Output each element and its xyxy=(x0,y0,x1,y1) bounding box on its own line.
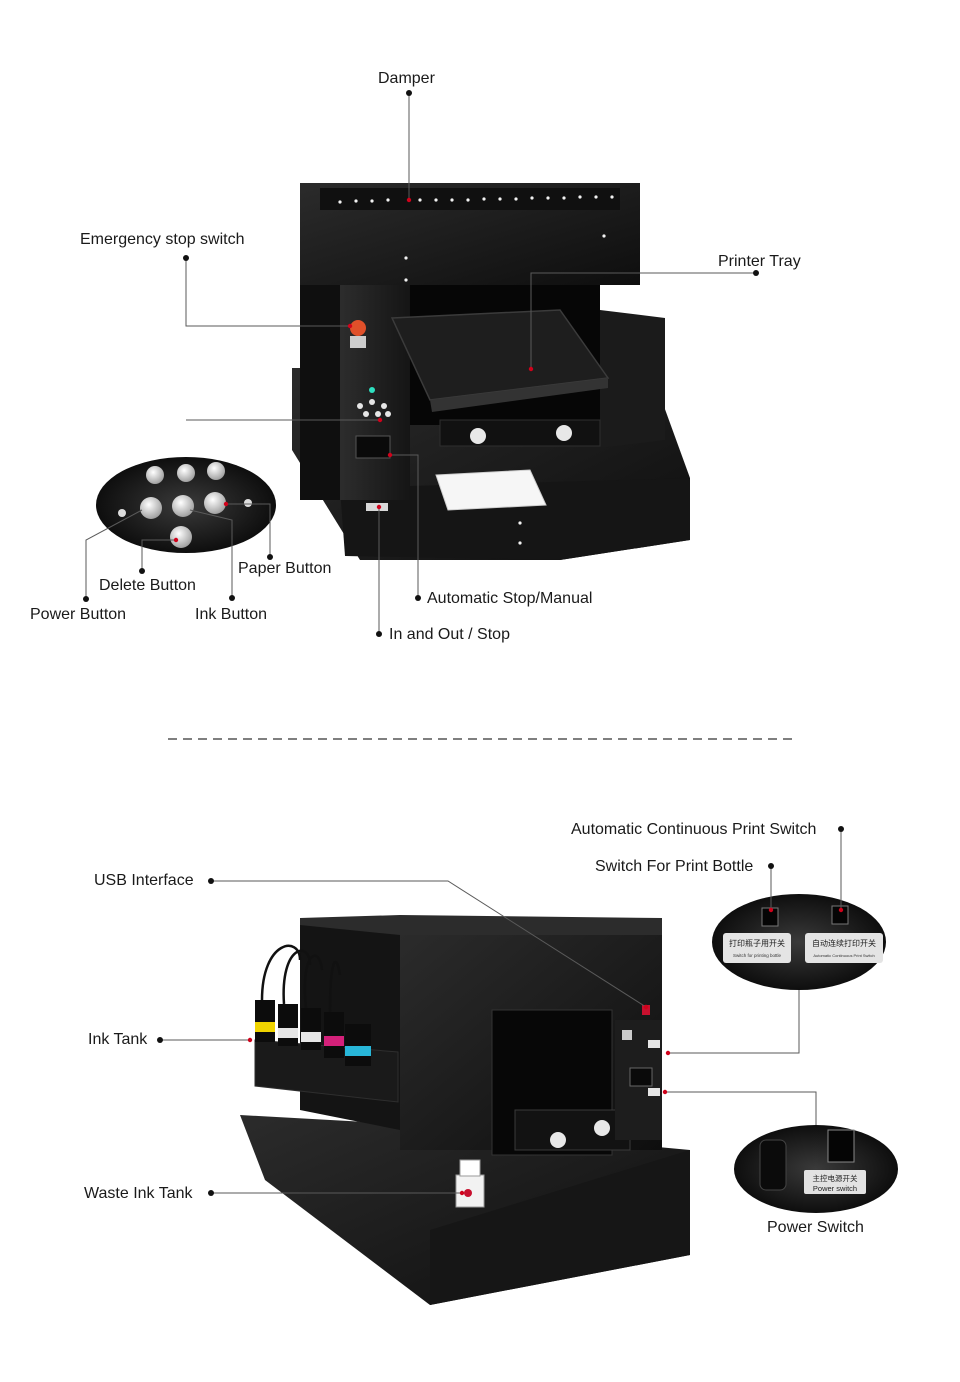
bottom-leader-lines xyxy=(160,829,842,1194)
label-auto-stop-manual: Automatic Stop/Manual xyxy=(427,590,593,607)
label-auto-continuous-switch: Automatic Continuous Print Switch xyxy=(571,821,817,838)
label-ink-button: Ink Button xyxy=(195,606,268,623)
bottom-power-zoom-ellipse xyxy=(734,1125,898,1213)
label-printer-tray: Printer Tray xyxy=(718,253,801,270)
bottom-usb-port xyxy=(642,1005,650,1015)
bottom-leader-dots xyxy=(157,826,844,1196)
label-usb-interface: USB Interface xyxy=(94,872,194,889)
top-lid-dots xyxy=(338,195,614,545)
label-waste-ink-tank: Waste Ink Tank xyxy=(84,1185,193,1202)
top-printer xyxy=(292,183,690,560)
label-power-button: Power Button xyxy=(30,606,127,623)
bottom-knob-right xyxy=(594,1120,610,1136)
zoom-autocont-cn: 自动连续打印开关 xyxy=(812,938,876,948)
top-knob-left xyxy=(470,428,486,444)
label-ink-tank: Ink Tank xyxy=(88,1031,148,1048)
label-emergency-stop: Emergency stop switch xyxy=(80,231,245,248)
label-switch-print-bottle: Switch For Print Bottle xyxy=(595,858,754,875)
zoom-power-en: Power switch xyxy=(813,1184,857,1193)
top-emergency-button xyxy=(350,320,366,336)
bottom-printer xyxy=(240,915,690,1305)
bottom-carriage xyxy=(514,1109,631,1151)
top-base-front xyxy=(340,478,690,560)
top-leader-dots xyxy=(83,90,759,637)
zoom-bottle-cn: 打印瓶子用开关 xyxy=(729,938,785,948)
top-panel-switches xyxy=(355,435,391,459)
top-leader-lines xyxy=(85,93,756,634)
label-in-out-stop: In and Out / Stop xyxy=(389,626,510,643)
bottom-ink-tubes xyxy=(260,944,342,1013)
bottom-ink-bottles xyxy=(255,1000,371,1066)
top-white-bed xyxy=(435,469,547,511)
label-damper: Damper xyxy=(378,70,435,87)
bottom-base-front xyxy=(430,1150,690,1305)
top-knob-right xyxy=(556,425,572,441)
top-panel-led xyxy=(369,387,375,393)
zoom-bottle-en: Switch for printing bottle xyxy=(733,953,782,958)
label-power-switch: Power Switch xyxy=(767,1219,864,1236)
label-delete-button: Delete Button xyxy=(99,577,196,594)
zoom-power-cn: 主控电源开关 xyxy=(813,1173,858,1183)
top-carriage-bar xyxy=(439,419,601,447)
top-button-zoom xyxy=(96,457,276,553)
bottom-switch-zoom: 打印瓶子用开关 Switch for printing bottle 自动连续打… xyxy=(712,894,886,990)
top-right-column xyxy=(600,310,665,448)
top-tray-front xyxy=(430,378,608,412)
top-emergency-base xyxy=(350,336,366,348)
bottom-body-top xyxy=(300,915,662,940)
bottom-knob-left xyxy=(550,1132,566,1148)
zoom-autocont-en: Automatic Continuous Print Switch xyxy=(813,953,874,958)
bottom-power-zoom: 主控电源开关 Power switch xyxy=(734,1125,898,1213)
top-left-wall xyxy=(300,285,340,500)
label-paper-button: Paper Button xyxy=(238,560,332,577)
top-lid-slot xyxy=(320,188,620,210)
